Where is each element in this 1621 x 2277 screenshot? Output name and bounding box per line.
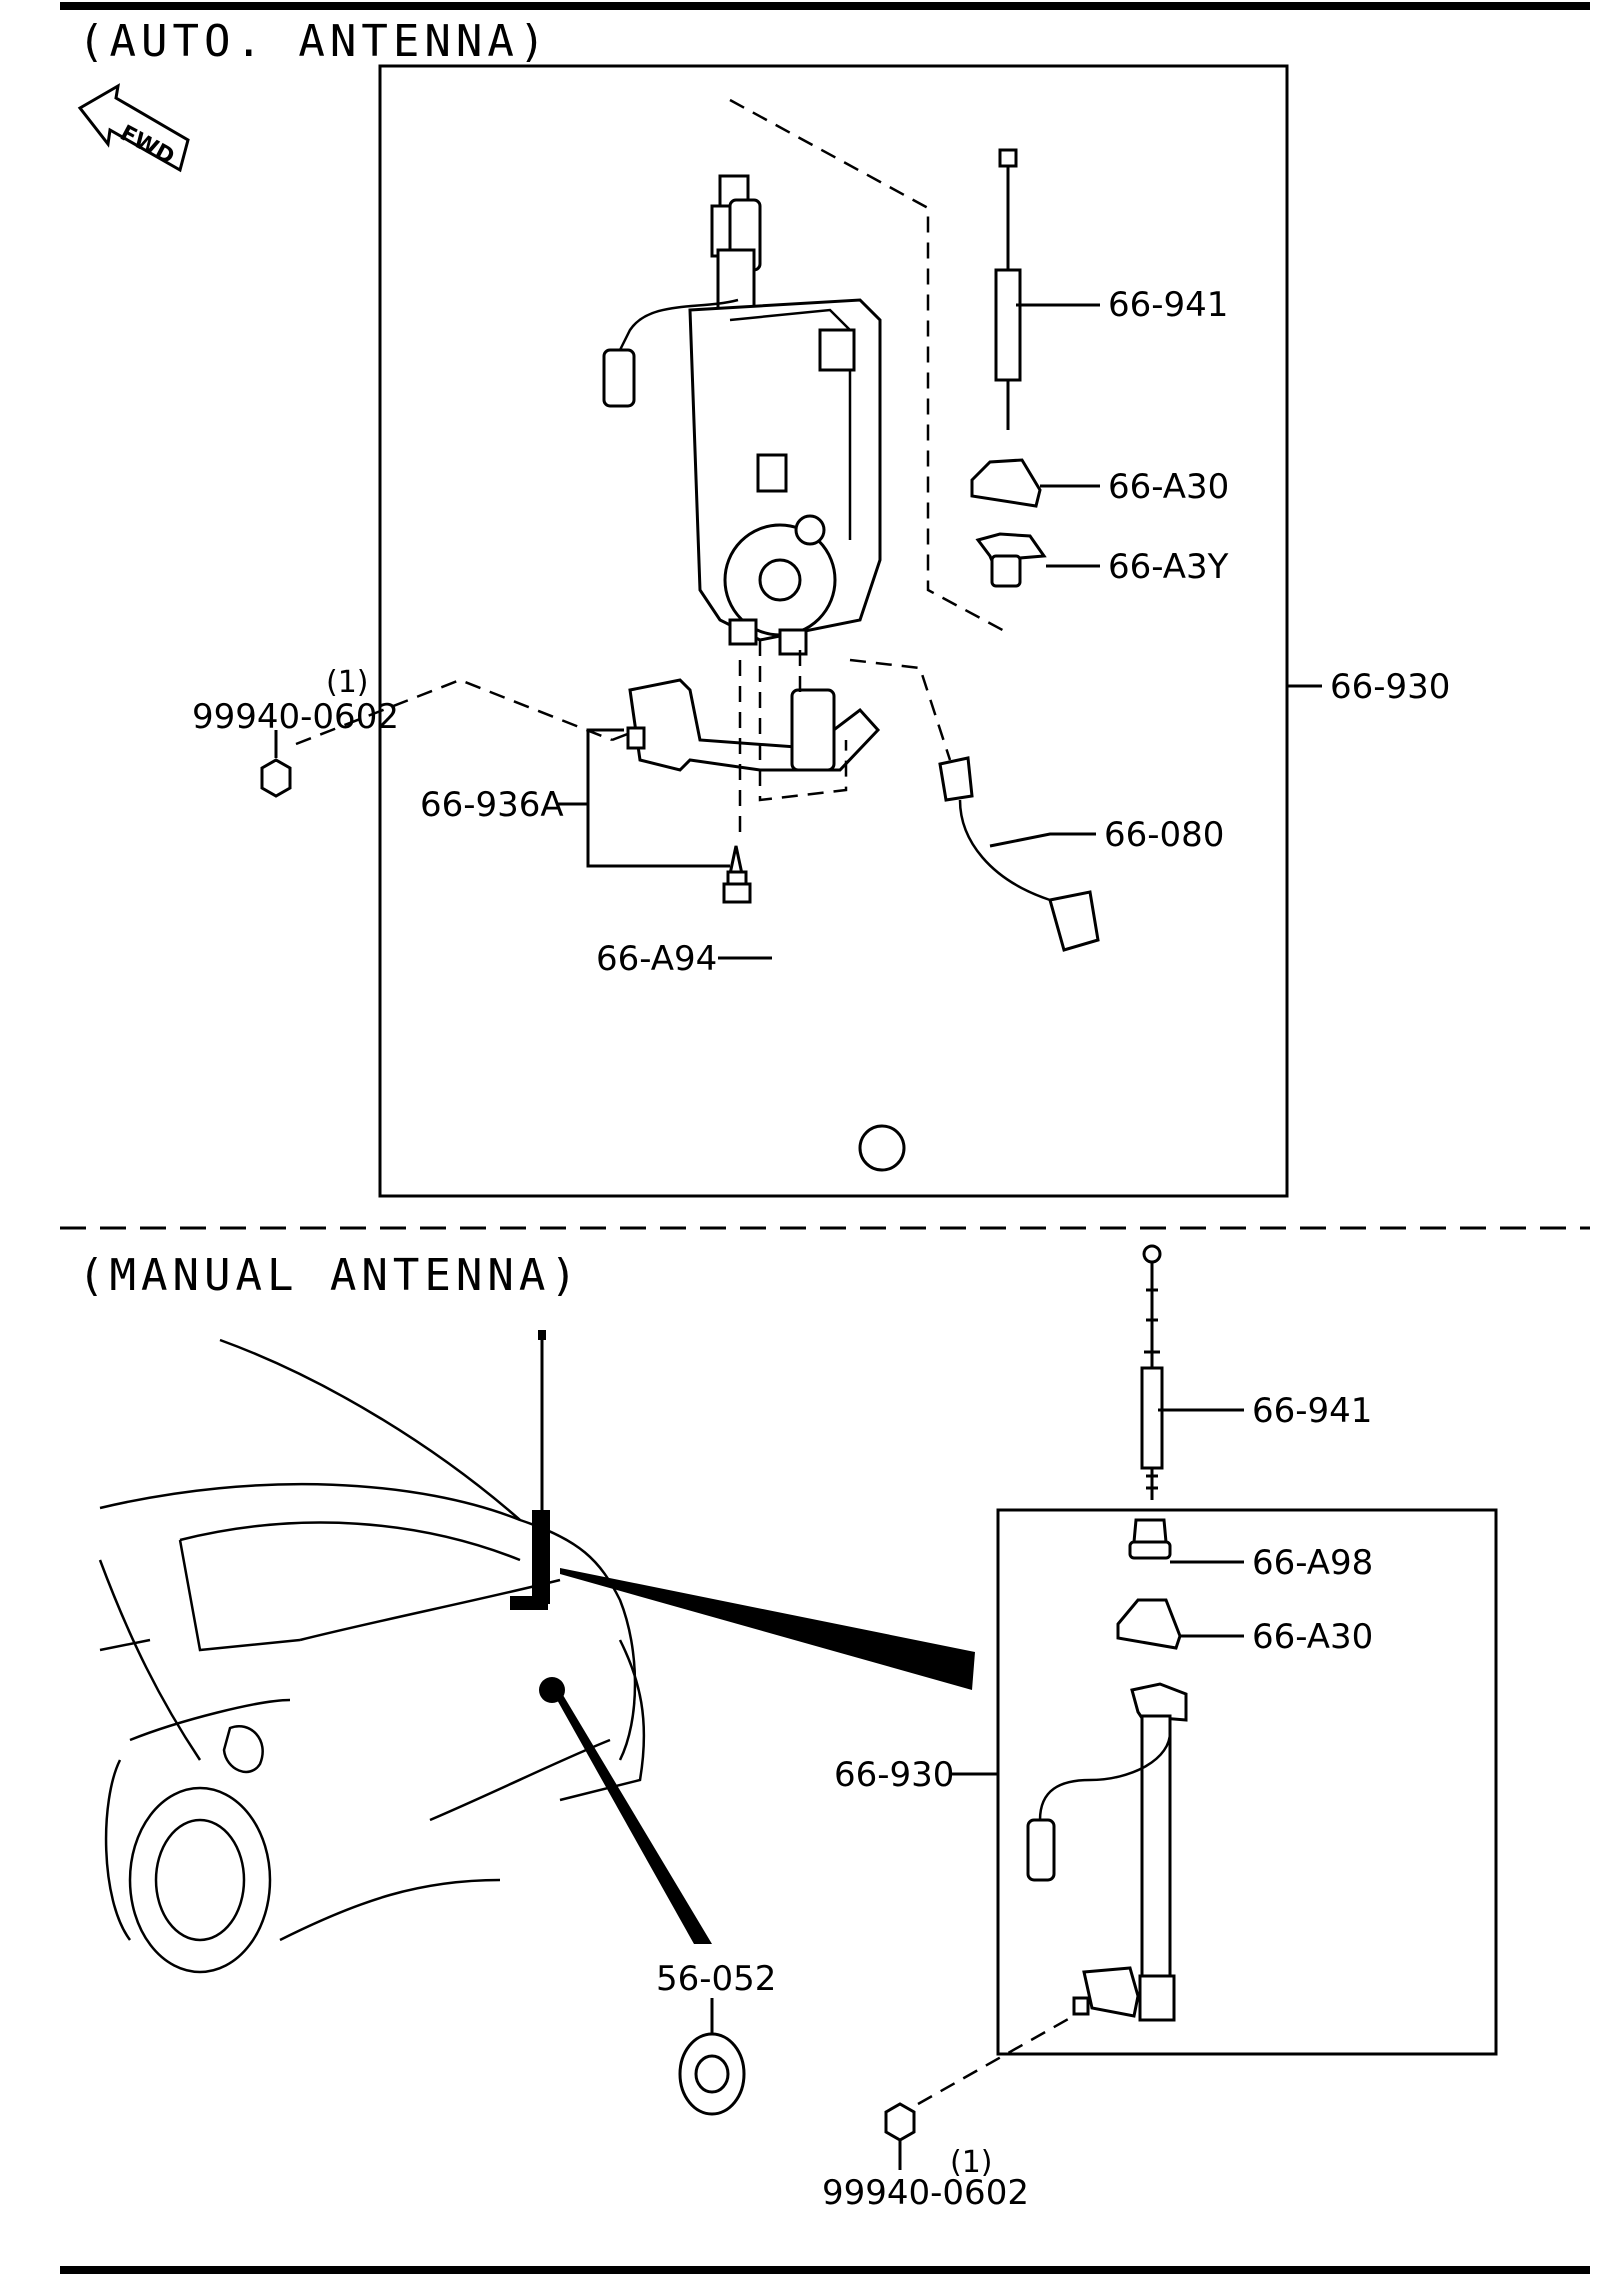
- auto-label-drain-hose: 66-A94: [596, 939, 717, 979]
- auto-label-cord: 66-080: [1104, 815, 1224, 855]
- manual-nut-icon: [1128, 1518, 1172, 1560]
- auto-screw-icon: [722, 845, 752, 904]
- manual-nut-part-icon: [884, 2102, 916, 2142]
- car-rear-illustration: [98, 1330, 975, 1974]
- manual-mast: [1140, 1244, 1164, 1500]
- auto-alignment-lines: [295, 98, 1011, 840]
- auto-label-bezel: 66-A30: [1108, 467, 1229, 507]
- manual-label-mast: 66-941: [1252, 1391, 1372, 1431]
- manual-bezel: [1116, 1598, 1182, 1650]
- auto-bracket: [611, 678, 881, 772]
- manual-antenna-title: (MANUAL ANTENNA): [78, 1250, 582, 1301]
- auto-label-bracket: 66-936A: [420, 785, 564, 825]
- manual-leader-lines: [710, 1408, 1244, 2170]
- auto-antenna-title: (AUTO. ANTENNA): [78, 16, 550, 67]
- manual-label-nut: 66-A98: [1252, 1543, 1373, 1583]
- callout-beam-antenna: [560, 1568, 975, 1690]
- manual-label-plug: 56-052: [656, 1959, 776, 1999]
- manual-label-nut-part: 99940-0602: [822, 2173, 1029, 2213]
- auto-drain-hose: [765, 855, 906, 1172]
- manual-label-nut-qty: (1): [950, 2145, 993, 2180]
- manual-assembly-frame: [996, 1508, 1498, 2056]
- manual-label-assembly: 66-930: [834, 1755, 954, 1795]
- auto-cord: [938, 756, 1100, 952]
- auto-leader-lines: [274, 303, 1322, 960]
- auto-bezel: [970, 458, 1042, 508]
- manual-label-bezel: 66-A30: [1252, 1617, 1373, 1657]
- auto-motor-unit: [602, 174, 882, 656]
- auto-mast: [994, 148, 1022, 430]
- auto-nut-seat: [975, 532, 1047, 588]
- auto-label-nut-qty: (1): [326, 665, 369, 700]
- auto-label-mast: 66-941: [1108, 285, 1228, 325]
- callout-beam-plug: [556, 1690, 712, 1944]
- auto-nut-icon: [260, 758, 292, 798]
- auto-assembly-frame: [378, 64, 1289, 1198]
- auto-label-nut-part: 99940-0602: [192, 697, 399, 737]
- manual-assembly-body: [1026, 1682, 1188, 2022]
- manual-alignment-line: [917, 2016, 1071, 2106]
- fwd-arrow-icon: FWD: [77, 83, 190, 173]
- auto-label-assembly: 66-930: [1330, 667, 1450, 707]
- manual-plug-icon: [678, 2032, 746, 2116]
- auto-label-nut-seat: 66-A3Y: [1108, 547, 1229, 587]
